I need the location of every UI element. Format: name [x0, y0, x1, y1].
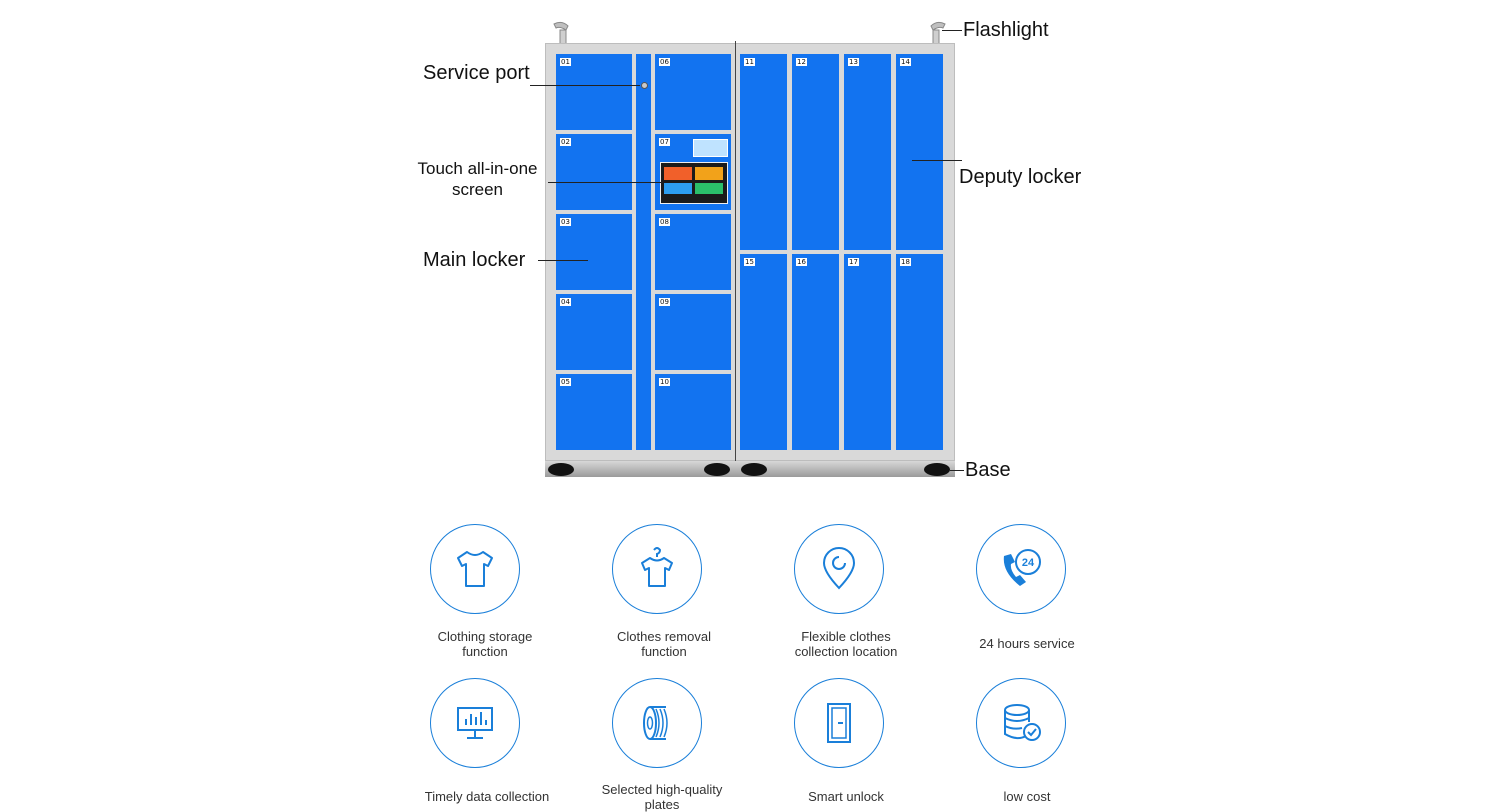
foot: [704, 463, 730, 476]
locker-door-16[interactable]: 16: [792, 254, 839, 450]
locker-door-05[interactable]: 05: [556, 374, 632, 450]
door-icon: [794, 678, 884, 768]
callout-base: Base: [965, 459, 1011, 481]
door-number: 05: [560, 378, 571, 386]
door-number: 17: [848, 258, 859, 266]
foot: [741, 463, 767, 476]
door-number: 04: [560, 298, 571, 306]
locker-door-01[interactable]: 01: [556, 54, 632, 130]
screen-tile: [664, 167, 692, 180]
door-number: 02: [560, 138, 571, 146]
callout-main-locker: Main locker: [423, 249, 526, 271]
locker-door-04[interactable]: 04: [556, 294, 632, 370]
locker-door-08[interactable]: 08: [655, 214, 731, 290]
locker-door-12[interactable]: 12: [792, 54, 839, 250]
locker-door-14[interactable]: 14: [896, 54, 943, 250]
plate-roll-icon: [612, 678, 702, 768]
monitor-chart-icon: [430, 678, 520, 768]
locker-door-07[interactable]: 07: [655, 134, 731, 210]
screen-tile: [664, 183, 692, 194]
feature-label: 24 hours service: [979, 636, 1075, 651]
hanger-shirt-icon: [612, 524, 702, 614]
location-pin-icon: [794, 524, 884, 614]
leader-line: [942, 30, 962, 31]
callout-touch-screen-line2: screen: [451, 180, 504, 199]
service-panel: [636, 54, 651, 450]
door-number: 11: [744, 58, 755, 66]
door-number: 15: [744, 258, 755, 266]
feature-label: low cost: [1003, 789, 1051, 804]
screen-tile: [695, 183, 723, 194]
feature-label: Smart unlock: [808, 789, 884, 804]
locker-cabinet: 01 02 03 04 05 06 07 08 09 10 11 12 13 1…: [545, 41, 955, 461]
locker-door-11[interactable]: 11: [740, 54, 787, 250]
callout-deputy-locker: Deputy locker: [959, 166, 1082, 188]
database-check-icon: [976, 678, 1066, 768]
phone-24-icon: 24: [976, 524, 1066, 614]
door-number: 12: [796, 58, 807, 66]
locker-door-10[interactable]: 10: [655, 374, 731, 450]
leader-line: [950, 470, 964, 471]
locker-door-02[interactable]: 02: [556, 134, 632, 210]
locker-door-06[interactable]: 06: [655, 54, 731, 130]
locker-door-17[interactable]: 17: [844, 254, 891, 450]
feature-label: Timely data collection: [424, 789, 550, 804]
touch-screen[interactable]: [660, 162, 728, 204]
svg-text:24: 24: [1022, 557, 1035, 569]
leader-line: [538, 260, 588, 261]
door-number: 13: [848, 58, 859, 66]
foot: [924, 463, 950, 476]
t-shirt-icon: [430, 524, 520, 614]
door-number: 16: [796, 258, 807, 266]
leader-line: [530, 85, 640, 86]
door-number: 09: [659, 298, 670, 306]
callout-touch-screen-line1: Touch all-in-one: [417, 159, 538, 178]
screen-banner: [693, 139, 728, 157]
door-number: 08: [659, 218, 670, 226]
callout-touch-screen: Touch all-in-one screen: [405, 158, 550, 200]
door-number: 06: [659, 58, 670, 66]
callout-flashlight: Flashlight: [963, 19, 1049, 41]
foot: [548, 463, 574, 476]
door-number: 07: [659, 138, 670, 146]
locker-door-18[interactable]: 18: [896, 254, 943, 450]
locker-door-03[interactable]: 03: [556, 214, 632, 290]
cabinet-seam: [735, 41, 736, 461]
locker-door-13[interactable]: 13: [844, 54, 891, 250]
locker-door-09[interactable]: 09: [655, 294, 731, 370]
leader-line: [548, 182, 663, 183]
door-number: 01: [560, 58, 571, 66]
leader-line: [912, 160, 962, 161]
door-number: 03: [560, 218, 571, 226]
door-number: 10: [659, 378, 670, 386]
locker-door-15[interactable]: 15: [740, 254, 787, 450]
screen-tile: [695, 167, 723, 180]
door-number: 14: [900, 58, 911, 66]
callout-service-port: Service port: [423, 62, 530, 84]
service-port[interactable]: [641, 82, 648, 89]
door-number: 18: [900, 258, 911, 266]
